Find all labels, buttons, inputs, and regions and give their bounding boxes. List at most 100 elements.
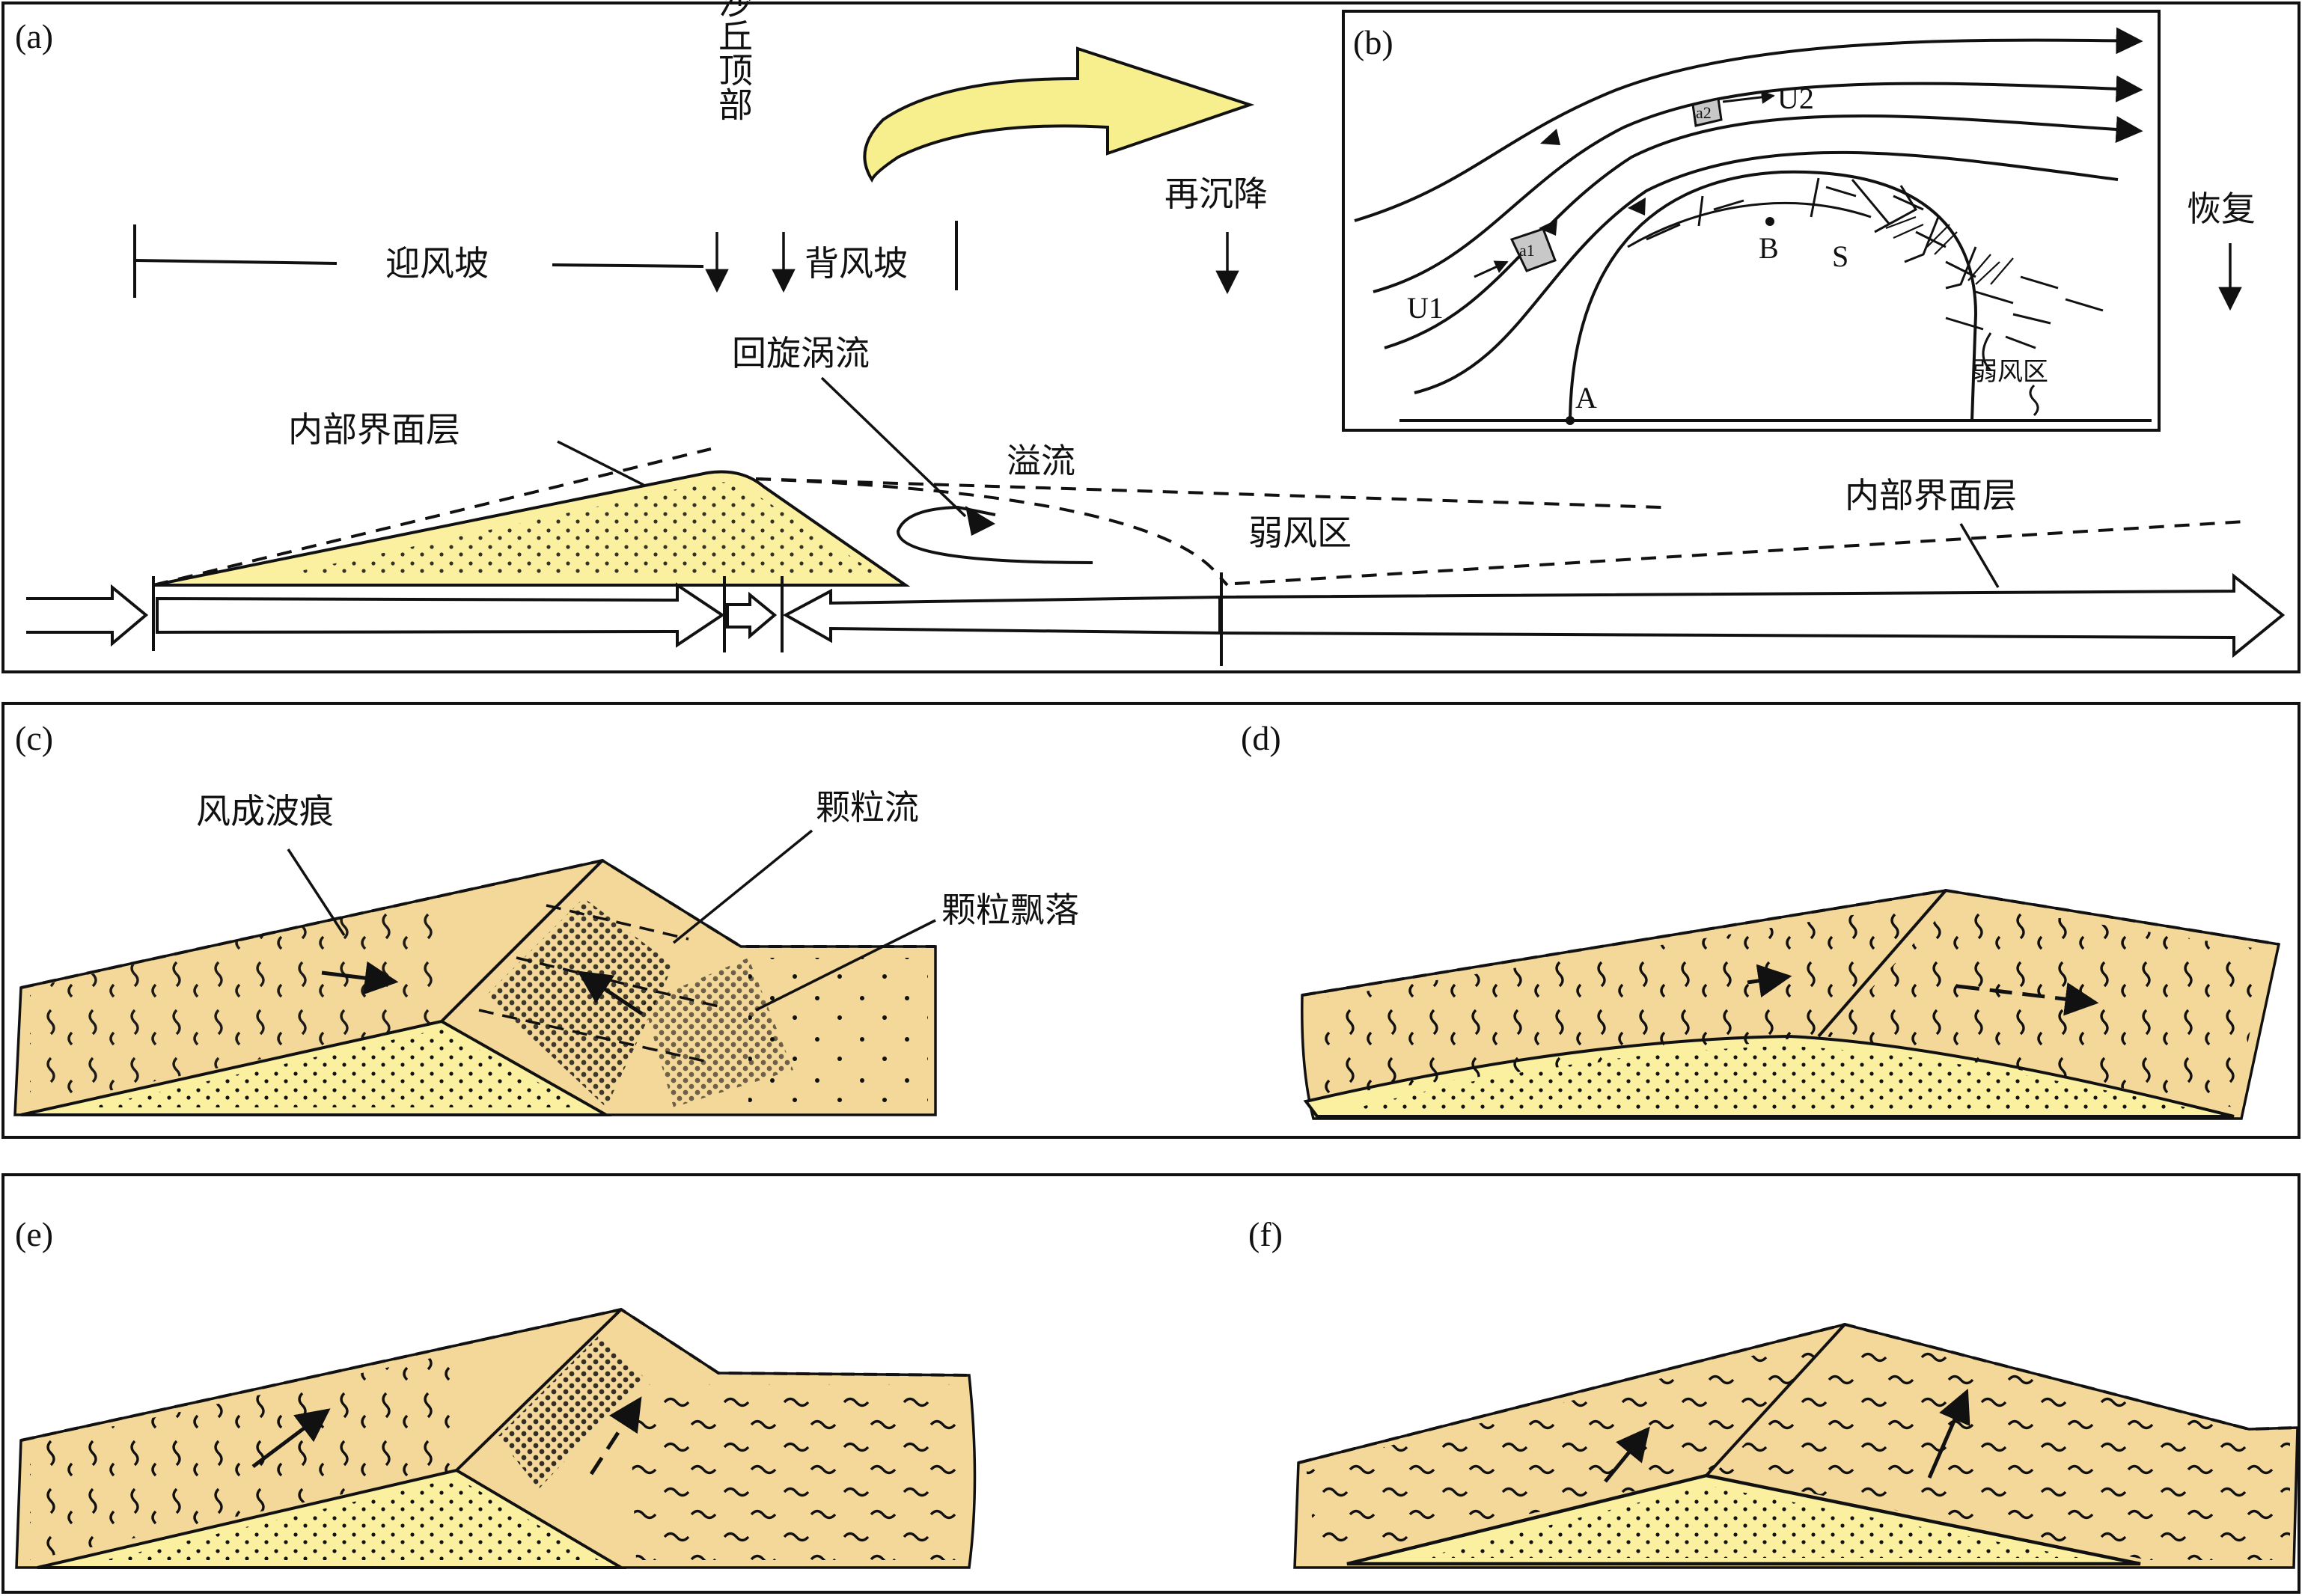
stoss-line-left	[134, 259, 338, 265]
flow-arrow-recovery	[1221, 572, 2286, 658]
f-arrow-left	[1604, 1426, 1650, 1483]
inner-curve	[1627, 201, 1872, 248]
c-leader-grainfall	[755, 919, 936, 1012]
parcel-a1	[1509, 227, 1557, 272]
eddy-label: 回旋涡流	[732, 333, 870, 373]
d-ripples-left	[1317, 902, 1938, 1096]
e-arrow-left	[251, 1408, 331, 1468]
panel-ef: (e) (f)	[1, 1173, 2301, 1594]
panel-ef-frame	[1, 1173, 2301, 1594]
stream-arrowhead-1	[1540, 129, 1560, 145]
flow-arrow-inlet	[26, 584, 149, 647]
c-grainflow-arrow	[577, 970, 644, 1016]
c-ripples-label: 风成波痕	[196, 791, 334, 831]
e-ripples-right	[629, 1384, 962, 1560]
f-foreset-line	[1705, 1323, 1846, 1477]
shear-segments	[1697, 177, 1977, 290]
d-core-dots	[1347, 1046, 2200, 1110]
point-a-label: A	[1575, 381, 1597, 415]
u2-label: U2	[1777, 82, 1814, 115]
panel-b: (b)	[1342, 10, 2161, 432]
stoss-line-right	[552, 263, 704, 268]
c-ripples-left	[30, 898, 442, 1107]
u1-label: U1	[1407, 291, 1444, 325]
leader-eddy	[820, 376, 967, 518]
wind-direction-arrow	[863, 46, 1255, 183]
e-ripples-left	[30, 1354, 457, 1560]
c-top-dashed	[20, 858, 935, 989]
bounding-surface-upper	[153, 447, 712, 587]
e-core-dots	[105, 1478, 599, 1560]
streamline-2	[1373, 75, 2143, 293]
panel-cd-frame	[1, 702, 2301, 1139]
weak-zone-squiggle	[1982, 332, 2039, 417]
c-leader-grainflow	[672, 829, 813, 944]
parcel-a2-label: a2	[1696, 103, 1712, 122]
e-foreset-line	[455, 1308, 623, 1472]
crest-label: 沙丘顶部	[713, 0, 754, 121]
c-foreset-line	[440, 859, 604, 1023]
bounding-right-label: 内部界面层	[1845, 475, 2017, 516]
c-grainflow-label: 颗粒流	[816, 787, 919, 828]
c-sparse-dots	[748, 958, 928, 1107]
panel-a-frame	[1, 1, 2301, 673]
c-migration-arrow	[321, 961, 399, 995]
panel-f-label: (f)	[1248, 1215, 1283, 1253]
f-arrow-right	[1927, 1388, 1970, 1479]
panel-b-label: (b)	[1353, 23, 1393, 61]
parcel-a1-label: a1	[1519, 241, 1535, 260]
streamline-3	[1384, 114, 2143, 349]
leader-bounding-right	[1959, 523, 2000, 588]
point-b-marker	[1765, 217, 1774, 226]
f-top-dashed	[1298, 1322, 2298, 1464]
bounding-surface-right	[1234, 520, 2246, 585]
overflow-line	[755, 477, 1662, 509]
parcel-a2	[1691, 97, 1723, 127]
dune-profile	[1569, 170, 1978, 421]
bounding-left-label: 内部界面层	[288, 409, 460, 450]
streamline-1	[1354, 27, 2143, 222]
resettle-label: 再沉降	[1164, 174, 1268, 214]
stoss-label: 迎风坡	[385, 243, 489, 284]
d-arrow-right	[1956, 982, 2099, 1016]
panel-cd: (c) (d) 风成波痕 颗粒流 颗粒飘落	[1, 702, 2301, 1139]
eddy-arrowhead	[965, 506, 995, 536]
panel-a: (a) 沙丘顶部 迎风坡 背风坡 再沉降 恢复	[1, 0, 2301, 673]
point-a-marker	[1566, 416, 1575, 425]
flow-arrow-back	[782, 588, 1221, 643]
hatch-fill	[1885, 215, 2014, 285]
f-core-dots	[1422, 1485, 2080, 1558]
separation-line	[755, 477, 1229, 587]
f-ripples-right	[1714, 1336, 2290, 1560]
c-grainfall-label: 颗粒飘落	[941, 890, 1079, 930]
d-arrow-left	[1747, 964, 1792, 998]
d-foreset-line	[1817, 889, 1947, 1038]
stream-arrowhead-3	[1628, 198, 1646, 215]
eddy-loop	[896, 505, 1093, 564]
panel-c-label: (c)	[15, 719, 53, 757]
overflow-label: 溢流	[1007, 441, 1075, 481]
panel-d-label: (d)	[1241, 719, 1281, 757]
flow-arrow-stoss	[156, 582, 725, 648]
weak-zone-label: 弱风区	[1248, 513, 1352, 553]
f-ripples-left	[1306, 1336, 1834, 1560]
e-grainflow-dots	[498, 1336, 644, 1489]
recover-label: 恢复	[2187, 189, 2256, 229]
u2-arrow	[1722, 90, 1775, 104]
panel-a-label: (a)	[15, 17, 53, 55]
point-b-label: B	[1759, 231, 1779, 265]
e-top-dashed	[20, 1307, 970, 1442]
leader-bounding-left	[557, 440, 644, 486]
u1-arrow	[1474, 260, 1509, 278]
stream-arrowhead-2	[1539, 219, 1557, 236]
dune-dots	[269, 482, 883, 578]
c-leader-ripples	[287, 849, 346, 936]
point-s-label: S	[1832, 239, 1848, 273]
flow-arrow-crest	[726, 591, 778, 640]
c-core-dots	[90, 1029, 584, 1107]
dense-flow-lines	[1646, 186, 2104, 349]
svg-text:沙丘顶部: 沙丘顶部	[713, 0, 754, 121]
streamline-4	[1414, 150, 2119, 394]
panel-e-label: (e)	[15, 1215, 53, 1253]
